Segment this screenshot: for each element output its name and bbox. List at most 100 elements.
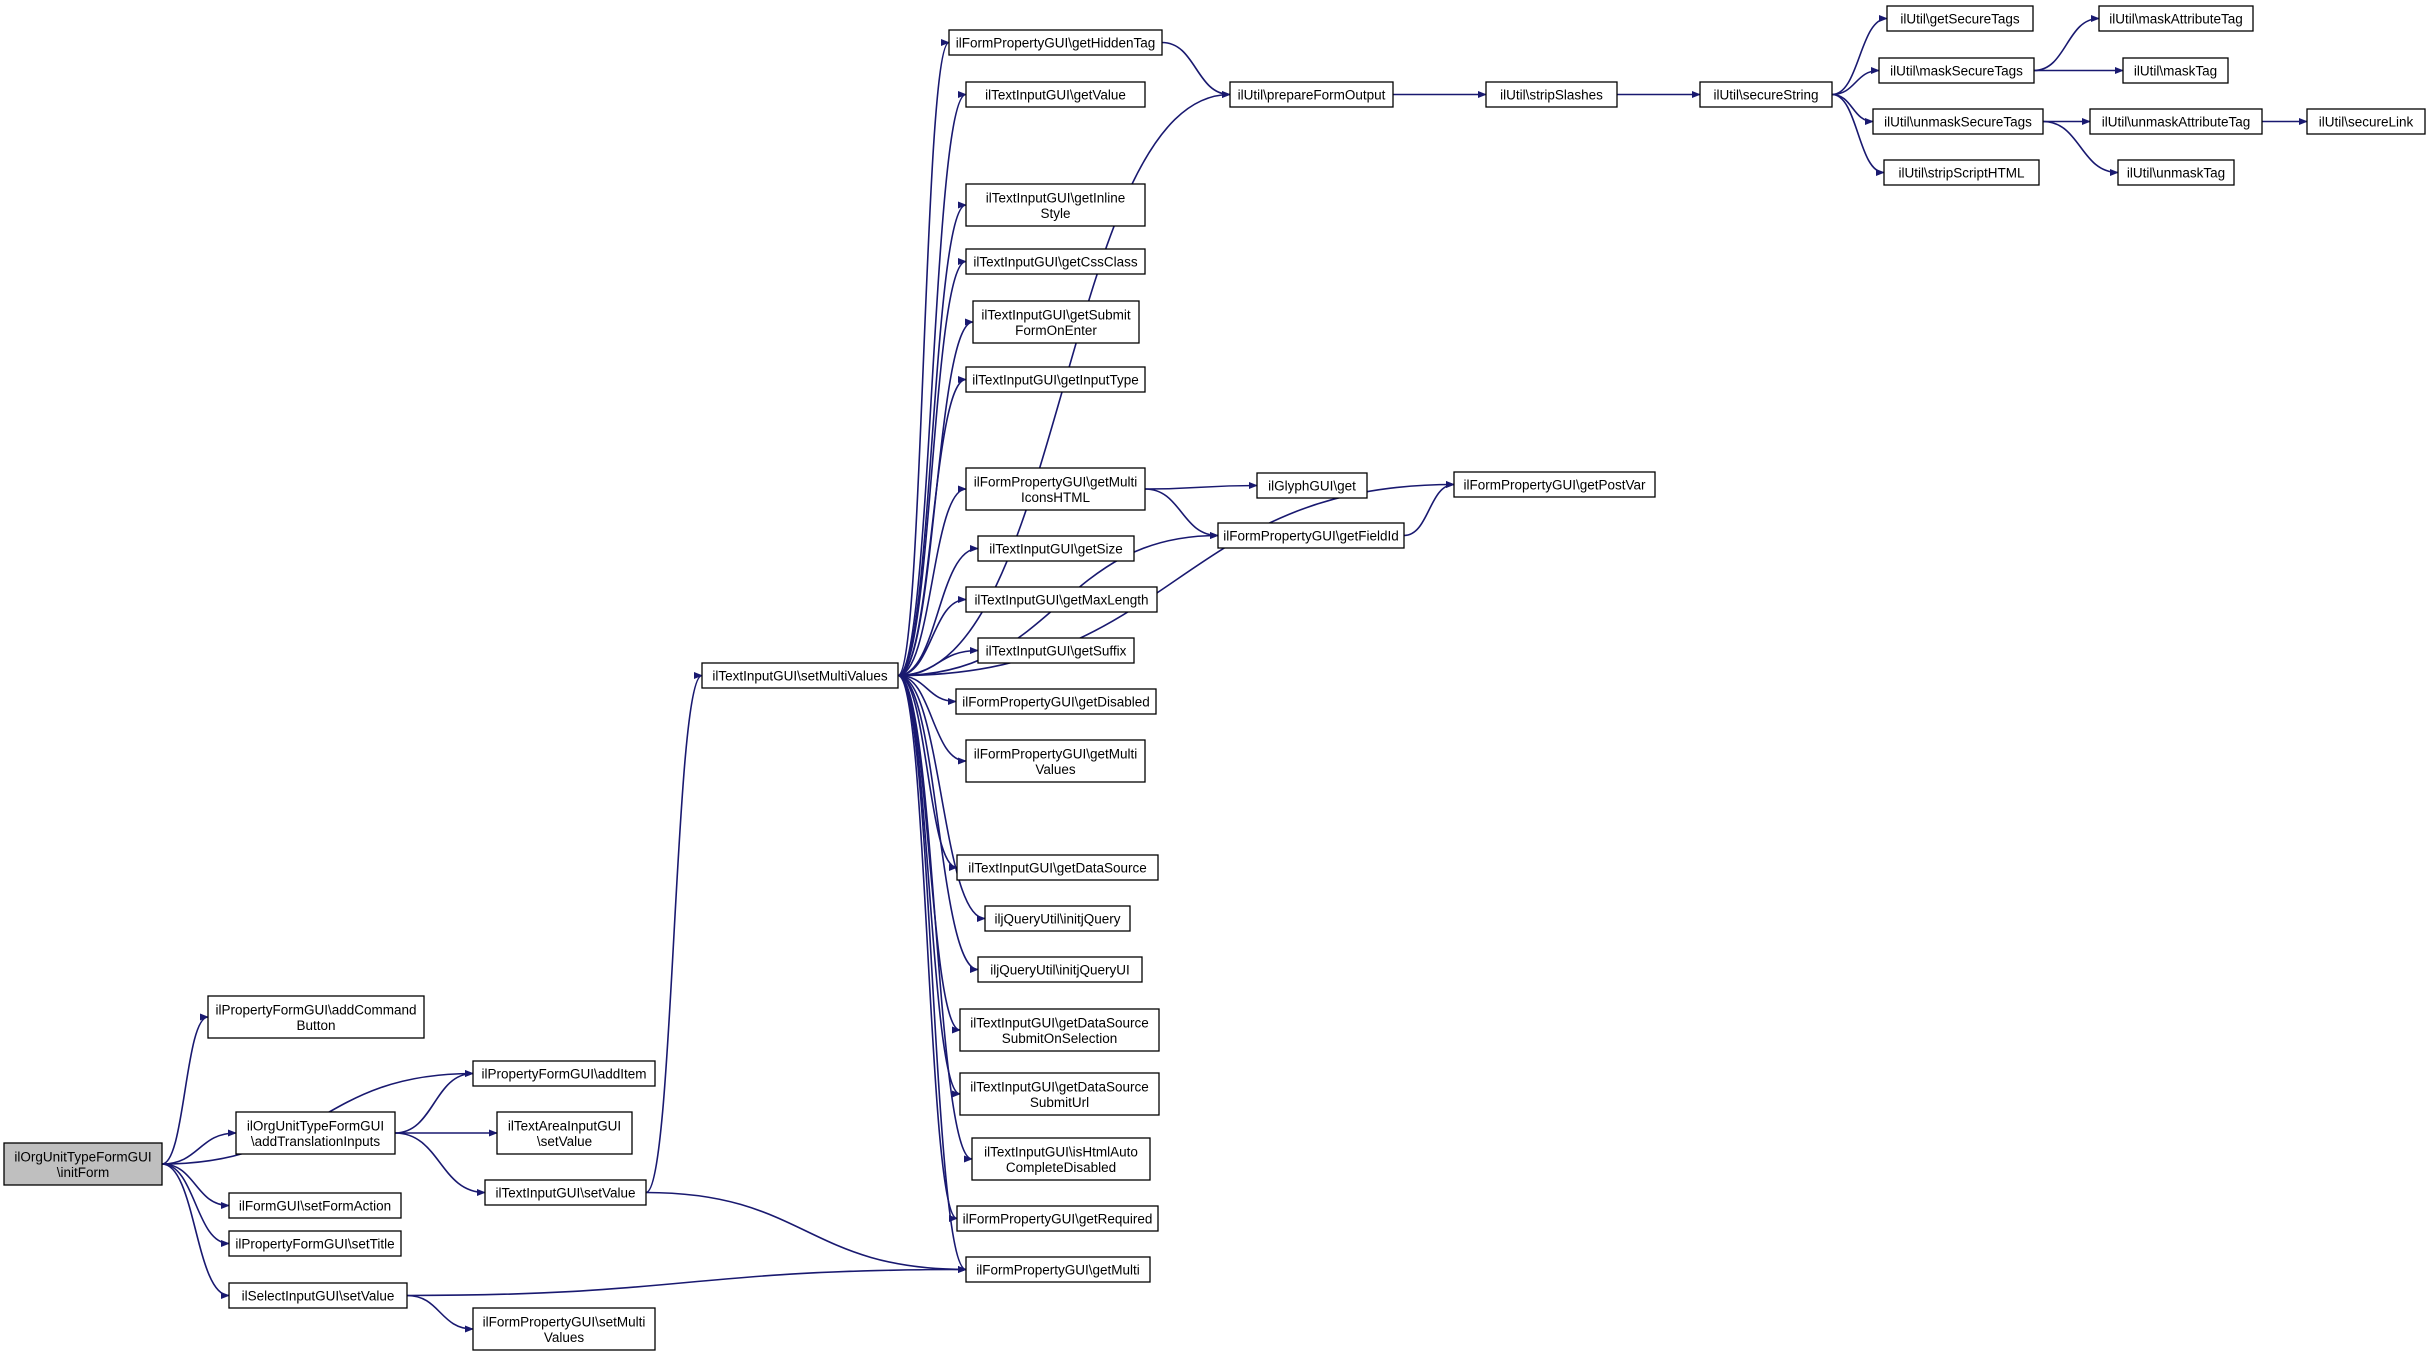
function-node[interactable]: ilTextInputGUI\getDataSource — [956, 854, 1159, 881]
node-label: ilUtil\getSecureTags — [1900, 12, 2020, 27]
function-node[interactable]: ilPropertyFormGUI\setTitle — [228, 1230, 402, 1257]
function-node[interactable]: ilUtil\maskAttributeTag — [2098, 5, 2254, 32]
node-box[interactable] — [948, 29, 1163, 56]
node-box[interactable] — [2098, 5, 2254, 32]
node-box[interactable] — [2089, 108, 2263, 135]
function-node[interactable]: ilUtil\getSecureTags — [1886, 5, 2034, 32]
root-node-box[interactable] — [3, 1142, 163, 1186]
function-node[interactable]: ilTextInputGUI\isHtmlAutoCompleteDisable… — [971, 1137, 1151, 1181]
node-box[interactable] — [1883, 159, 2040, 186]
node-box[interactable] — [2122, 57, 2229, 84]
node-box[interactable] — [977, 637, 1135, 664]
node-box[interactable] — [1872, 108, 2044, 135]
node-label: \initForm — [57, 1165, 110, 1180]
call-edge — [897, 91, 967, 677]
node-box[interactable] — [965, 467, 1146, 511]
function-node[interactable]: ilTextInputGUI\getSuffix — [977, 637, 1135, 664]
node-box[interactable] — [207, 995, 425, 1039]
function-node[interactable]: ilUtil\unmaskTag — [2117, 159, 2235, 186]
node-box[interactable] — [965, 586, 1158, 613]
function-node[interactable]: ilTextInputGUI\getValue — [965, 81, 1146, 108]
node-box[interactable] — [965, 248, 1146, 275]
node-box[interactable] — [1256, 472, 1368, 499]
node-box[interactable] — [228, 1192, 402, 1219]
node-box[interactable] — [965, 1256, 1151, 1283]
node-box[interactable] — [235, 1111, 396, 1155]
node-box[interactable] — [1453, 471, 1656, 498]
function-node[interactable]: ilUtil\secureString — [1699, 81, 1833, 108]
node-box[interactable] — [955, 688, 1157, 715]
function-node[interactable]: ilUtil\maskSecureTags — [1878, 57, 2035, 84]
node-box[interactable] — [972, 300, 1140, 344]
function-node[interactable]: ilPropertyFormGUI\addItem — [472, 1060, 656, 1087]
function-node[interactable]: iljQueryUtil\initjQuery — [984, 905, 1131, 932]
function-node[interactable]: ilUtil\secureLink — [2306, 108, 2426, 135]
node-box[interactable] — [971, 1137, 1151, 1181]
node-box[interactable] — [2117, 159, 2235, 186]
node-label: SubmitOnSelection — [1002, 1031, 1118, 1046]
node-box[interactable] — [472, 1307, 656, 1351]
function-node[interactable]: ilTextInputGUI\getCssClass — [965, 248, 1146, 275]
node-box[interactable] — [1485, 81, 1618, 108]
function-node[interactable]: ilFormGUI\setFormAction — [228, 1192, 402, 1219]
node-box[interactable] — [1699, 81, 1833, 108]
function-node[interactable]: ilTextInputGUI\setValue — [484, 1179, 647, 1206]
node-box[interactable] — [965, 739, 1146, 783]
function-node[interactable]: ilUtil\unmaskSecureTags — [1872, 108, 2044, 135]
function-node[interactable]: ilSelectInputGUI\setValue — [228, 1282, 408, 1309]
function-node[interactable]: ilUtil\unmaskAttributeTag — [2089, 108, 2263, 135]
node-box[interactable] — [956, 854, 1159, 881]
node-box[interactable] — [472, 1060, 656, 1087]
function-node[interactable]: ilFormPropertyGUI\getDisabled — [955, 688, 1157, 715]
function-node[interactable]: ilUtil\stripScriptHTML — [1883, 159, 2040, 186]
function-node[interactable]: ilFormPropertyGUI\getRequired — [956, 1205, 1159, 1232]
node-box[interactable] — [965, 183, 1146, 227]
node-box[interactable] — [959, 1008, 1160, 1052]
function-node[interactable]: ilFormPropertyGUI\setMultiValues — [472, 1307, 656, 1351]
node-box[interactable] — [1217, 522, 1405, 549]
node-box[interactable] — [984, 905, 1131, 932]
node-box[interactable] — [1878, 57, 2035, 84]
function-node[interactable]: ilTextInputGUI\getDataSourceSubmitOnSele… — [959, 1008, 1160, 1052]
function-node[interactable]: ilFormPropertyGUI\getPostVar — [1453, 471, 1656, 498]
node-box[interactable] — [959, 1072, 1160, 1116]
node-box[interactable] — [965, 81, 1146, 108]
call-edge — [645, 1191, 967, 1274]
function-node[interactable]: ilGlyphGUI\get — [1256, 472, 1368, 499]
node-label: ilUtil\maskTag — [2134, 64, 2217, 79]
node-box[interactable] — [977, 956, 1143, 983]
node-box[interactable] — [1886, 5, 2034, 32]
node-box[interactable] — [228, 1230, 402, 1257]
node-box[interactable] — [496, 1111, 633, 1155]
function-node[interactable]: ilTextInputGUI\getSize — [977, 535, 1135, 562]
function-node[interactable]: ilOrgUnitTypeFormGUI\addTranslationInput… — [235, 1111, 396, 1155]
call-edge — [897, 39, 950, 677]
function-node[interactable]: ilOrgUnitTypeFormGUI\initForm — [3, 1142, 163, 1186]
node-box[interactable] — [701, 662, 899, 689]
node-box[interactable] — [2306, 108, 2426, 135]
function-node[interactable]: ilFormPropertyGUI\getMulti — [965, 1256, 1151, 1283]
node-box[interactable] — [977, 535, 1135, 562]
node-box[interactable] — [484, 1179, 647, 1206]
function-node[interactable]: ilFormPropertyGUI\getHiddenTag — [948, 29, 1163, 56]
function-node[interactable]: ilUtil\stripSlashes — [1485, 81, 1618, 108]
function-node[interactable]: ilTextInputGUI\getInputType — [965, 366, 1146, 393]
function-node[interactable]: ilTextInputGUI\getMaxLength — [965, 586, 1158, 613]
call-edge — [1831, 66, 1880, 96]
node-box[interactable] — [1229, 81, 1394, 108]
function-node[interactable]: ilUtil\prepareFormOutput — [1229, 81, 1394, 108]
node-box[interactable] — [965, 366, 1146, 393]
function-node[interactable]: ilTextAreaInputGUI\setValue — [496, 1111, 633, 1155]
function-node[interactable]: iljQueryUtil\initjQueryUI — [977, 956, 1143, 983]
node-box[interactable] — [956, 1205, 1159, 1232]
node-box[interactable] — [228, 1282, 408, 1309]
function-node[interactable]: ilUtil\maskTag — [2122, 57, 2229, 84]
function-node[interactable]: ilFormPropertyGUI\getFieldId — [1217, 522, 1405, 549]
function-node[interactable]: ilTextInputGUI\setMultiValues — [701, 662, 899, 689]
